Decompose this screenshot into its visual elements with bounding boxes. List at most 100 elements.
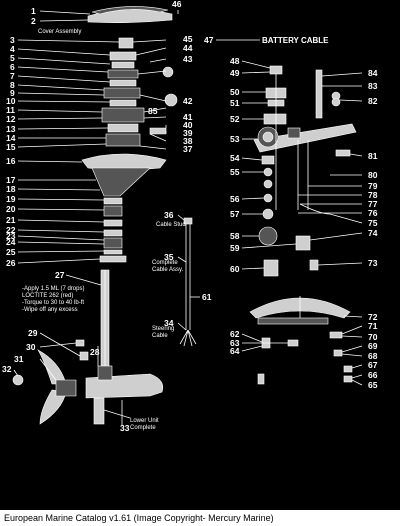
part-number: 59 xyxy=(230,243,240,253)
part-number: 19 xyxy=(6,194,16,204)
part-number: 61 xyxy=(202,292,212,302)
exploded-parts-diagram: Cover Assembly BATTERY CABLE Cable Stud … xyxy=(2,0,378,433)
loctite-note-line-1: -Apply 1.5 ML (7 drops) xyxy=(22,286,84,292)
loctite-note-line-4: -Wipe off any excess xyxy=(22,307,78,313)
lower-unit-label-2: Complete xyxy=(130,425,156,431)
part-number: 35 xyxy=(164,252,174,262)
part-number: 50 xyxy=(230,87,240,97)
part-number: 77 xyxy=(368,199,378,209)
part-number: 70 xyxy=(368,332,378,342)
part-number: 79 xyxy=(368,181,378,191)
part-number: 80 xyxy=(368,170,378,180)
part-number: 85 xyxy=(148,106,158,116)
part-number: 56 xyxy=(230,194,240,204)
part-number: 30 xyxy=(26,342,36,352)
part-number: 32 xyxy=(2,364,12,374)
part-number: 13 xyxy=(6,124,16,134)
part-number: 62 xyxy=(230,329,240,339)
part-number: 65 xyxy=(368,380,378,390)
part-number: 42 xyxy=(183,96,193,106)
part-number: 58 xyxy=(230,231,240,241)
motor-head-assembly xyxy=(81,6,178,263)
part-number: 76 xyxy=(368,208,378,218)
leader-lines xyxy=(13,10,363,426)
part-number: 68 xyxy=(368,351,378,361)
part-number: 37 xyxy=(183,144,193,154)
cable-stud-label: Cable Stud xyxy=(156,222,186,228)
part-number: 51 xyxy=(230,98,240,108)
part-number: 40 xyxy=(183,120,193,130)
part-number: 10 xyxy=(6,96,16,106)
part-number: 52 xyxy=(230,114,240,124)
diagram-labels: Cover Assembly BATTERY CABLE Cable Stud … xyxy=(22,29,329,431)
part-number: 20 xyxy=(6,204,16,214)
part-number: 34 xyxy=(164,318,174,328)
steering-cable-label-1: Steering xyxy=(152,326,174,332)
part-number: 69 xyxy=(368,341,378,351)
part-number: 33 xyxy=(120,423,130,433)
part-number: 26 xyxy=(6,258,16,268)
part-number: 2 xyxy=(31,16,36,26)
part-number: 4 xyxy=(10,44,15,54)
loctite-note-line-3: -Torque to 30 to 40 lb-ft xyxy=(22,300,84,306)
part-number: 71 xyxy=(368,321,378,331)
part-number: 74 xyxy=(368,228,378,238)
part-number: 43 xyxy=(183,54,193,64)
part-number: 29 xyxy=(28,328,38,338)
part-number: 84 xyxy=(368,68,378,78)
part-number: 7 xyxy=(10,71,15,81)
lower-unit-label-1: Lower Unit xyxy=(130,418,159,424)
part-number: 17 xyxy=(6,175,16,185)
cover-assembly-label: Cover Assembly xyxy=(38,29,81,35)
part-number: 41 xyxy=(183,112,193,122)
steering-cable-label-2: Cable xyxy=(152,333,168,339)
part-number: 47 xyxy=(204,35,214,45)
part-number: 22 xyxy=(6,225,16,235)
part-number: 3 xyxy=(10,35,15,45)
part-number: 25 xyxy=(6,247,16,257)
control-parts-stack xyxy=(258,155,319,277)
part-number: 16 xyxy=(6,156,16,166)
part-number: 8 xyxy=(10,80,15,90)
part-number: 12 xyxy=(6,114,16,124)
part-number: 54 xyxy=(230,153,240,163)
part-number: 23 xyxy=(6,231,16,241)
part-number: 38 xyxy=(183,136,193,146)
control-handle-assembly xyxy=(253,65,357,215)
part-number: 67 xyxy=(368,360,378,370)
part-number: 60 xyxy=(230,264,240,274)
part-number-callouts: 1 2 3 4 5 6 7 8 9 10 11 12 13 14 15 16 1… xyxy=(2,0,378,433)
part-number: 28 xyxy=(90,347,100,357)
part-number: 45 xyxy=(183,34,193,44)
part-number: 24 xyxy=(6,237,16,247)
part-number: 72 xyxy=(368,312,378,322)
part-number: 31 xyxy=(14,354,24,364)
part-number: 44 xyxy=(183,43,193,53)
part-number: 49 xyxy=(230,68,240,78)
part-number: 1 xyxy=(31,6,36,16)
part-number: 9 xyxy=(10,88,15,98)
loctite-note-line-2: LOCTITE 262 (red) xyxy=(22,293,73,299)
part-number: 64 xyxy=(230,346,240,356)
part-number: 15 xyxy=(6,142,16,152)
part-number: 21 xyxy=(6,215,16,225)
mounting-bracket-assembly xyxy=(249,296,353,385)
part-number: 73 xyxy=(368,258,378,268)
part-number: 27 xyxy=(55,270,65,280)
part-number: 78 xyxy=(368,190,378,200)
part-number: 83 xyxy=(368,81,378,91)
part-number: 81 xyxy=(368,151,378,161)
steering-cable-assembly xyxy=(179,217,197,347)
part-number: 66 xyxy=(368,370,378,380)
part-number: 11 xyxy=(6,105,15,115)
part-number: 14 xyxy=(6,133,16,143)
part-number: 63 xyxy=(230,338,240,348)
image-caption: European Marine Catalog v1.61 (Image Cop… xyxy=(0,510,400,526)
part-number: 55 xyxy=(230,167,240,177)
part-number: 53 xyxy=(230,134,240,144)
part-number: 48 xyxy=(230,56,240,66)
complete-cable-assy-label-2: Cable Assy. xyxy=(152,267,184,273)
part-number: 5 xyxy=(10,53,15,63)
part-number: 46 xyxy=(172,0,182,9)
part-number: 57 xyxy=(230,209,240,219)
